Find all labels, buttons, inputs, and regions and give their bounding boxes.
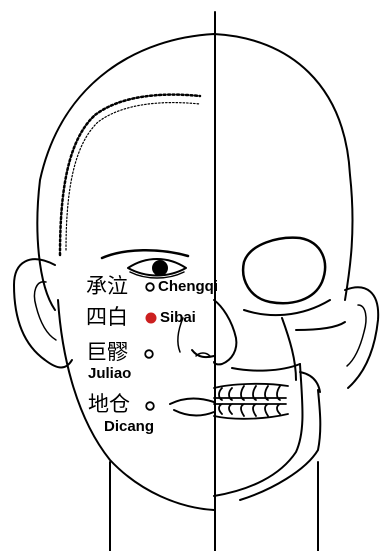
label-pinyin-chengqi: Chengqi <box>158 279 218 294</box>
lower-lip <box>174 410 214 416</box>
label-pinyin-dicang: Dicang <box>104 419 154 434</box>
point-marker-dicang <box>146 402 154 410</box>
label-chinese-sibai: 四白 <box>86 307 128 328</box>
skull-zygomatic <box>296 322 345 330</box>
hairline-dashed <box>60 95 200 255</box>
eyebrow <box>102 250 188 258</box>
right-ear <box>345 287 378 388</box>
lower-teeth <box>214 404 288 419</box>
skull-orbit <box>243 238 325 303</box>
label-pinyin-juliao: Juliao <box>88 366 131 381</box>
label-chinese-dicang: 地仓 <box>88 394 130 415</box>
head-outline <box>37 34 352 310</box>
face-left-jaw <box>58 300 214 510</box>
skull-mandible-notch <box>300 372 320 392</box>
eye-pupil <box>153 261 167 275</box>
label-chinese-chengqi: 承泣 <box>86 276 128 297</box>
point-marker-sibai <box>146 313 156 323</box>
point-marker-juliao <box>145 350 153 358</box>
upper-lip <box>170 399 214 405</box>
skull-maxilla <box>232 364 300 371</box>
right-ear-inner <box>347 305 366 366</box>
skull-nasal-cavity <box>214 300 236 364</box>
label-pinyin-sibai: Sibai <box>160 310 196 325</box>
point-marker-chengqi <box>146 283 154 291</box>
upper-teeth <box>214 384 288 400</box>
label-chinese-juliao: 巨髎 <box>86 342 128 363</box>
